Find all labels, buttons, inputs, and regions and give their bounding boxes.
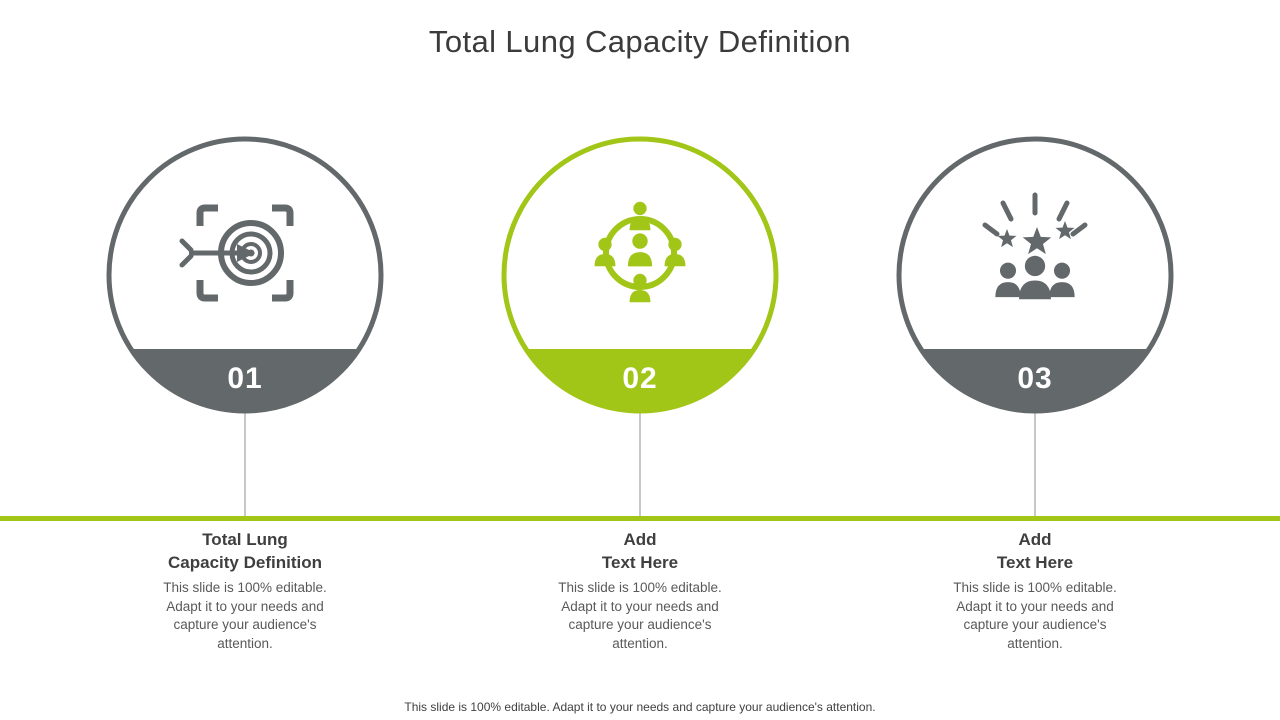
step-circle-1: 01 bbox=[105, 135, 385, 415]
team-network-icon bbox=[594, 201, 686, 303]
step-heading-line1: Add bbox=[623, 530, 657, 549]
step-heading-line1: Total Lung bbox=[202, 530, 288, 549]
step-text-3: Add Text Here This slide is 100% editabl… bbox=[915, 528, 1155, 653]
step-heading-line1: Add bbox=[1018, 530, 1052, 549]
step-heading-line2: Capacity Definition bbox=[168, 553, 322, 572]
connector-line-1 bbox=[244, 412, 246, 519]
step-body: This slide is 100% editable. Adapt it to… bbox=[953, 580, 1117, 651]
step-circle-3: 03 bbox=[895, 135, 1175, 415]
step-body: This slide is 100% editable. Adapt it to… bbox=[558, 580, 722, 651]
step-circle-graphic bbox=[501, 136, 779, 414]
connector-line-3 bbox=[1034, 412, 1036, 519]
footer-note: This slide is 100% editable. Adapt it to… bbox=[404, 700, 876, 714]
step-number: 01 bbox=[227, 362, 263, 395]
divider-line bbox=[0, 516, 1280, 521]
step-heading-line2: Text Here bbox=[601, 553, 679, 572]
step-heading: Total Lung Capacity Definition bbox=[125, 528, 365, 574]
step-body: This slide is 100% editable. Adapt it to… bbox=[163, 580, 327, 651]
step-text-1: Total Lung Capacity Definition This slid… bbox=[125, 528, 365, 653]
step-heading: Add Text Here bbox=[915, 528, 1155, 574]
step-heading: Add Text Here bbox=[520, 528, 760, 574]
step-heading-line2: Text Here bbox=[996, 553, 1074, 572]
connector-line-2 bbox=[639, 412, 641, 519]
audience-stars-icon bbox=[982, 192, 1088, 300]
slide-title: Total Lung Capacity Definition bbox=[428, 24, 852, 59]
step-circle-graphic bbox=[106, 136, 384, 414]
step-circle-graphic bbox=[896, 136, 1174, 414]
step-text-2: Add Text Here This slide is 100% editabl… bbox=[520, 528, 760, 653]
target-dart-icon bbox=[179, 204, 294, 302]
step-circle-2: 02 bbox=[500, 135, 780, 415]
step-number: 03 bbox=[1017, 362, 1053, 395]
step-number: 02 bbox=[622, 362, 658, 395]
